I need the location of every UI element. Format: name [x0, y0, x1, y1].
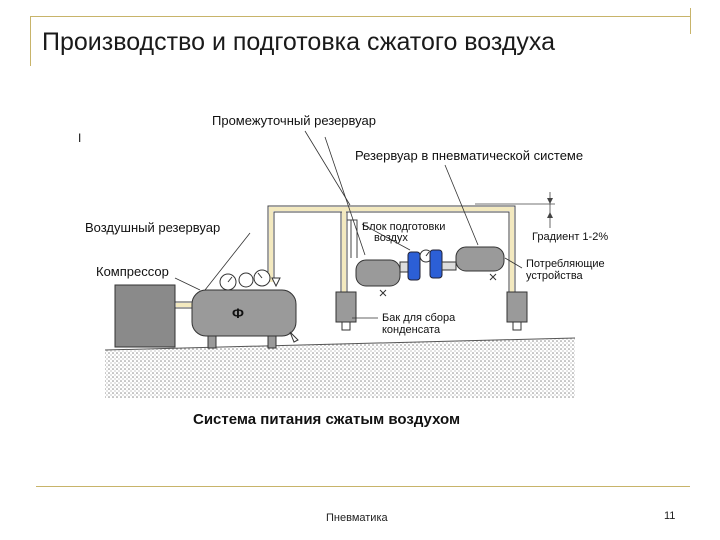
leader-lines [174, 130, 523, 319]
label-system-tank: Резервуар в пневматической системе [355, 148, 583, 163]
label-prep-unit-line2: воздух [374, 232, 408, 244]
label-prep-unit-line1: Блок подготовки [362, 221, 445, 233]
label-consumers-line2: устройства [526, 270, 584, 282]
svg-text:Ф: Ф [232, 305, 244, 321]
label-consumers-line1: Потребляющие [526, 258, 605, 270]
slide-title: Производство и подготовка сжатого воздух… [42, 28, 556, 56]
title-frame-right-rule [690, 8, 691, 34]
intermediate-tank [355, 259, 401, 287]
label-intermediate-tank: Промежуточный резервуар [212, 113, 376, 128]
diagram-caption: Система питания сжатым воздухом [193, 411, 460, 428]
label-condensate-line2: конденсата [382, 324, 441, 336]
footer-text: Пневматика [326, 512, 388, 524]
label-gradient: Градиент 1-2% [532, 231, 608, 243]
footer-rule [36, 486, 690, 487]
label-compressor: Компрессор [96, 264, 169, 279]
title-frame-left-rule [30, 16, 31, 66]
label-air-tank: Воздушный резервуар [85, 220, 220, 235]
pipe-fill [269, 207, 273, 282]
pressure-gauge-icon [238, 272, 254, 288]
air-receiver-tank [191, 289, 297, 337]
safety-valve-icon [271, 277, 281, 288]
ground-area [105, 338, 575, 398]
label-marker: I [78, 131, 81, 145]
condensate-tank-right [506, 291, 528, 323]
page-number: 11 [664, 510, 676, 522]
air-prep-unit [399, 249, 457, 281]
ground-line [104, 337, 576, 351]
label-condensate-line1: Бак для сбора [382, 312, 456, 324]
title-frame-top-rule [30, 16, 690, 17]
condensate-tank-left [335, 291, 357, 323]
system-tank [455, 246, 505, 272]
pipeline [175, 205, 516, 309]
compressor-unit [114, 284, 176, 348]
drain-valve-icon [289, 331, 299, 343]
